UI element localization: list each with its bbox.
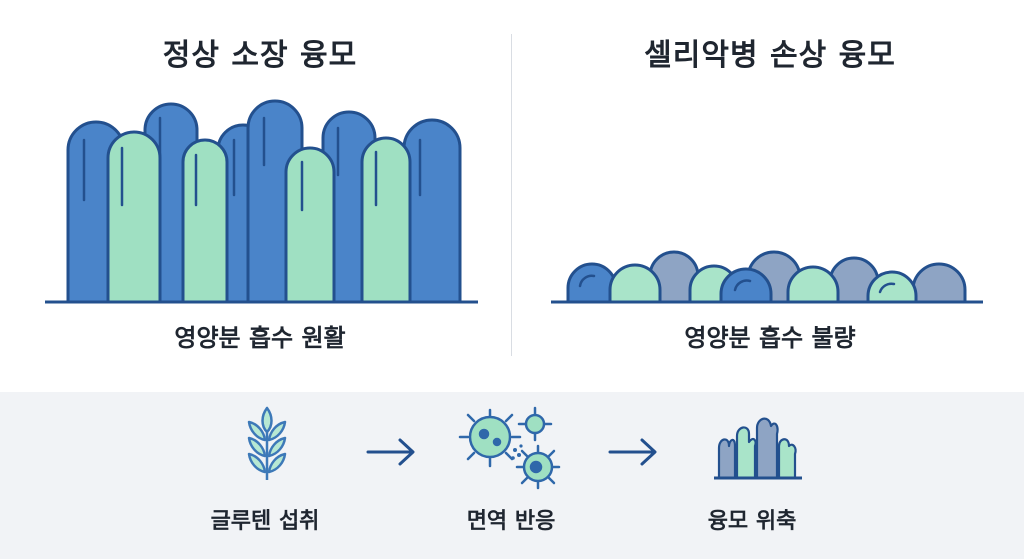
arrow-right-icon	[608, 438, 657, 466]
wheat-icon	[247, 406, 287, 480]
damaged-villus	[786, 265, 840, 304]
villus	[106, 130, 162, 304]
immune-cell-icon	[458, 406, 561, 490]
villus	[402, 118, 462, 304]
step-immune-response-label: 면역 반응	[466, 509, 556, 534]
process-band	[0, 392, 1024, 559]
normal-villi-illustration	[66, 99, 462, 304]
villus	[284, 146, 336, 304]
villus	[360, 136, 412, 304]
arrow-right-icon	[366, 438, 415, 466]
celiac-villi-caption: 영양분 흡수 불량	[684, 324, 856, 352]
damaged-villus	[866, 270, 918, 304]
panel-divider	[511, 34, 512, 356]
damaged-villus	[719, 267, 773, 304]
normal-villi-title: 정상 소장 융모	[162, 38, 358, 73]
celiac-villi-illustration	[566, 250, 967, 304]
step-villous-atrophy-label: 융모 위축	[707, 509, 797, 534]
atrophied-villi-icon	[714, 417, 802, 480]
damaged-villus	[911, 262, 967, 304]
step-gluten-intake-label: 글루텐 섭취	[210, 509, 320, 534]
damaged-villus	[608, 263, 662, 304]
celiac-villi-title: 셀리악병 손상 융모	[644, 38, 896, 73]
villus	[181, 138, 229, 304]
normal-villi-caption: 영양분 흡수 원활	[174, 324, 346, 352]
